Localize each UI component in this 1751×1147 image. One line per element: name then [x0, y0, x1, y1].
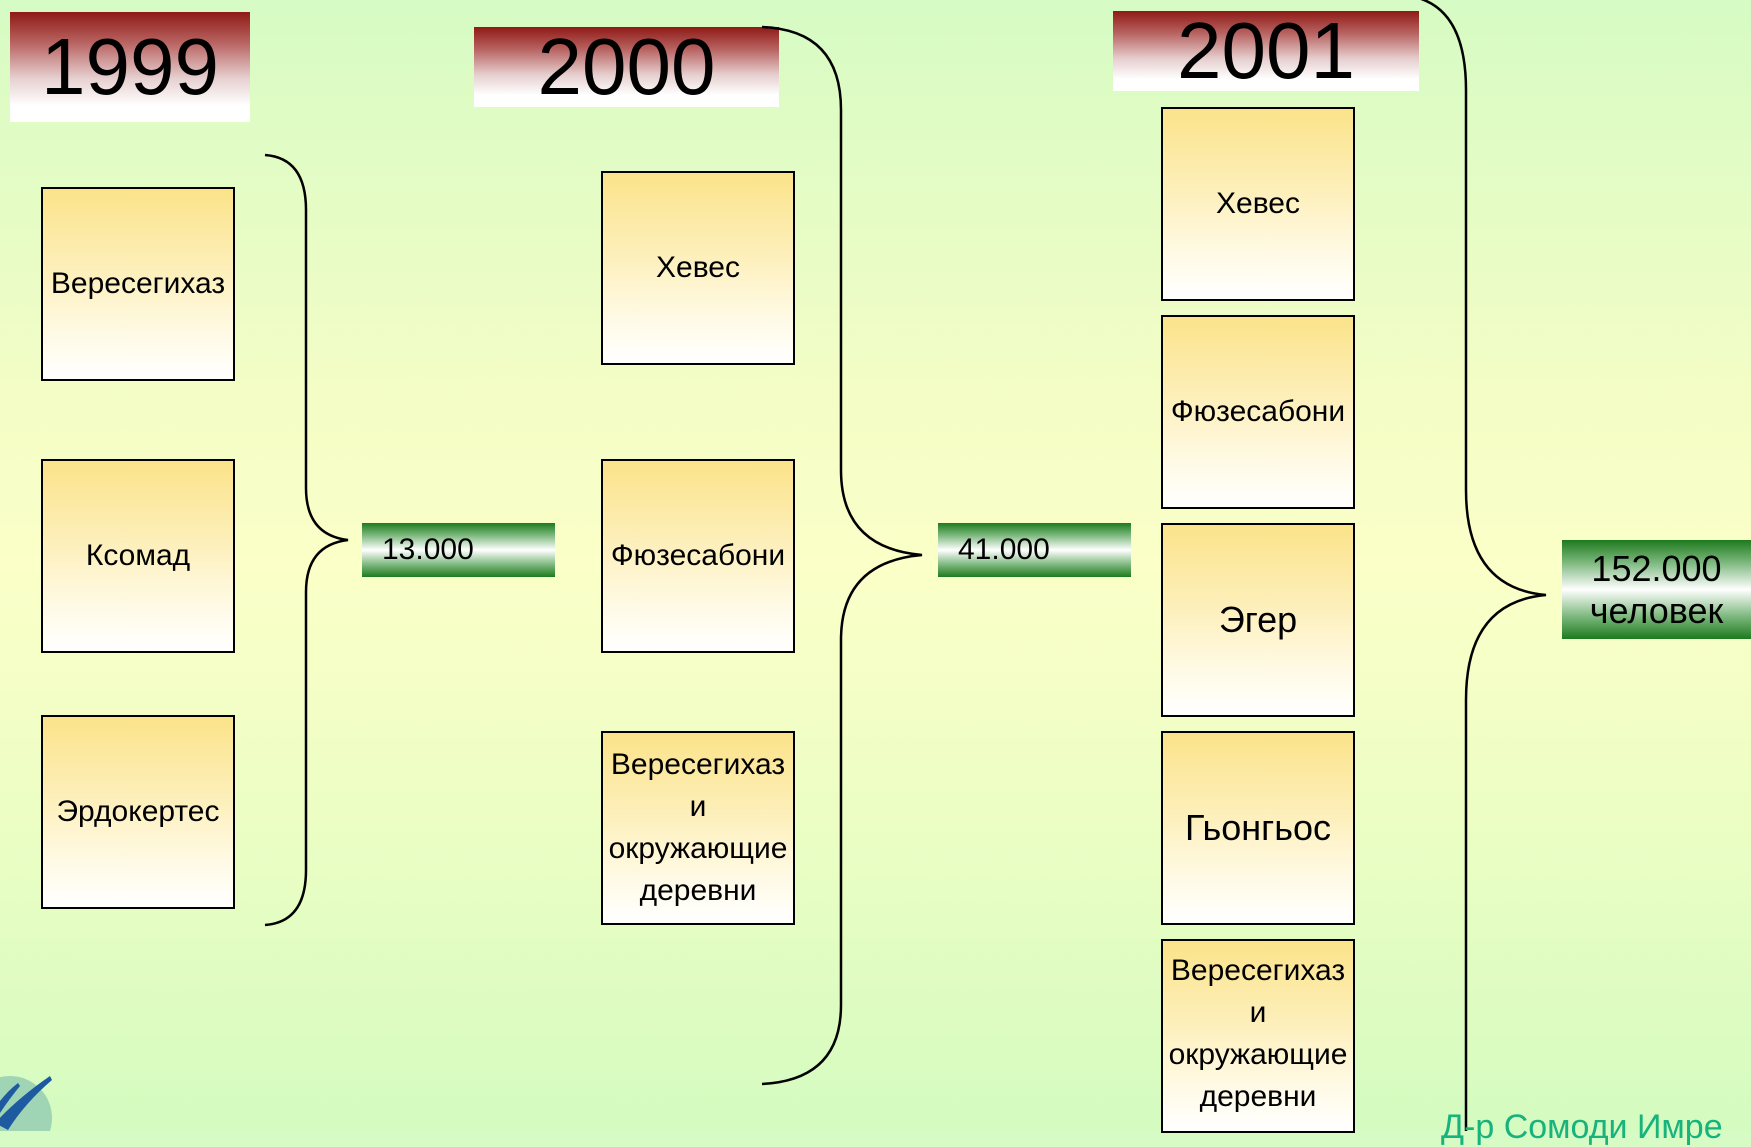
year-header-2000: 2000	[474, 27, 779, 107]
brace-2000	[761, 25, 923, 1086]
year-label: 2001	[1177, 6, 1355, 95]
city-box-2000-1: Хевес	[601, 171, 795, 365]
city-box-2001-4: Гьонгьос	[1161, 731, 1355, 925]
city-box-2000-3: Вересегихаз и окружающие деревни	[601, 731, 795, 925]
city-box-2001-2: Фюзесабони	[1161, 315, 1355, 509]
city-box-2001-3: Эгер	[1161, 523, 1355, 717]
total-1999: 13.000	[362, 523, 555, 577]
logo-icon	[0, 1076, 52, 1131]
year-label: 1999	[41, 22, 219, 111]
city-box-1999-3: Эрдокертес	[41, 715, 235, 909]
year-label: 2000	[537, 22, 716, 111]
year-header-1999: 1999	[10, 12, 250, 122]
brace-2001	[1420, 0, 1547, 1131]
city-box-1999-2: Ксомад	[41, 459, 235, 653]
total-2000: 41.000	[938, 523, 1131, 577]
author-credit: Д-р Сомоди Имре	[1441, 1108, 1723, 1146]
city-box-2001-5: Вересегихаз и окружающие деревни	[1161, 939, 1355, 1133]
multiline-label: Вересегихаз и окружающие деревни	[608, 748, 788, 907]
city-box-2000-2: Фюзесабони	[601, 459, 795, 653]
city-box-2001-1: Хевес	[1161, 107, 1355, 301]
city-box-1999-1: Вересегихаз	[41, 187, 235, 381]
brace-1999	[264, 153, 349, 927]
total-2001: 152.000 человек	[1562, 540, 1751, 639]
multiline-label: Вересегихаз и окружающие деревни	[1168, 954, 1348, 1113]
year-header-2001: 2001	[1113, 11, 1419, 91]
